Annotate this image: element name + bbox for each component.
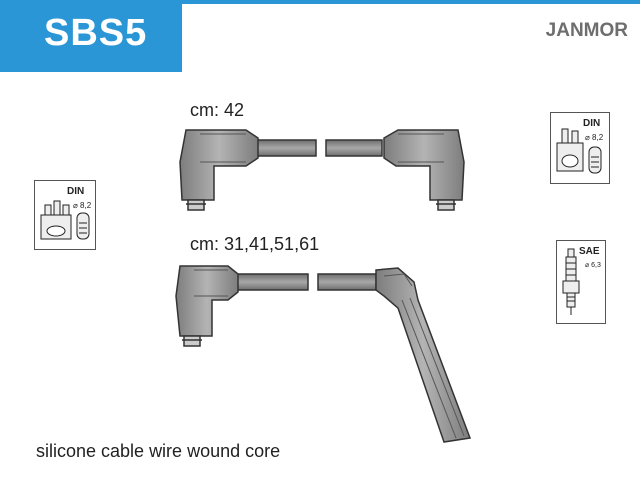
product-code: SBS5 bbox=[44, 12, 148, 54]
wire-segment bbox=[317, 273, 377, 291]
boot-right-angled bbox=[383, 129, 465, 211]
cable-top bbox=[179, 129, 465, 211]
spark-plug-icon bbox=[562, 248, 580, 315]
wire-segment bbox=[325, 139, 383, 157]
badge-diameter-label: ⌀ 8,2 bbox=[73, 201, 92, 210]
boot-left-angled bbox=[175, 265, 239, 347]
badge-standard-label: SAE bbox=[579, 246, 600, 257]
product-description: silicone cable wire wound core bbox=[36, 441, 281, 461]
distributor-cap-icon bbox=[40, 200, 72, 240]
header-rule bbox=[0, 0, 640, 4]
cable-length-long: cm: 31,41,51,61 bbox=[190, 234, 320, 254]
badge-standard-label: DIN bbox=[67, 186, 84, 197]
connector-badge-sae: SAE ⌀ 6,3 bbox=[556, 240, 606, 324]
connector-badge-din-right: DIN ⌀ 8,2 bbox=[550, 112, 610, 184]
badge-standard-label: DIN bbox=[583, 118, 600, 129]
boot-left-angled bbox=[179, 129, 259, 211]
boot-end-icon bbox=[588, 146, 602, 174]
badge-diameter-label: ⌀ 6,3 bbox=[585, 262, 601, 269]
boot-end-icon bbox=[76, 212, 90, 240]
cable-bottom bbox=[175, 265, 472, 443]
boot-right-straight bbox=[375, 267, 472, 443]
wire-segment bbox=[255, 139, 317, 157]
product-code-panel: SBS5 bbox=[0, 0, 182, 72]
badge-diameter-label: ⌀ 8,2 bbox=[585, 133, 604, 142]
distributor-cap-icon bbox=[556, 128, 584, 172]
wire-segment bbox=[235, 273, 309, 291]
connector-badge-din-left: DIN ⌀ 8,2 bbox=[34, 180, 96, 250]
cable-length-short: cm: 42 bbox=[190, 100, 245, 120]
brand-name: JANMOR bbox=[545, 20, 628, 41]
